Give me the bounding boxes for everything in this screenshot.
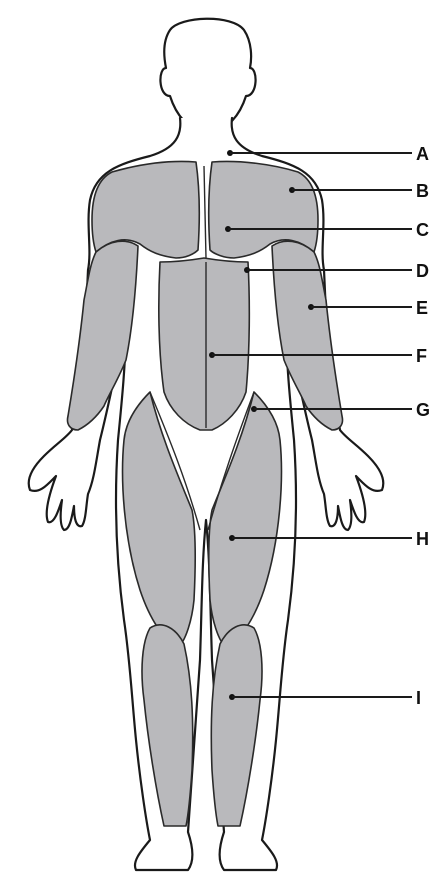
label-c-text: C [416,220,429,240]
label-f-text: F [416,346,427,366]
label-d-text: D [416,261,429,281]
muscle-abdominals [159,258,250,430]
head-outline [160,19,255,134]
label-e-text: E [416,298,428,318]
label-g-text: G [416,400,430,420]
body-outline [29,19,383,870]
label-i-text: I [416,688,421,708]
label-a-text: A [416,144,429,164]
label-h-text: H [416,529,429,549]
label-b-text: B [416,181,429,201]
